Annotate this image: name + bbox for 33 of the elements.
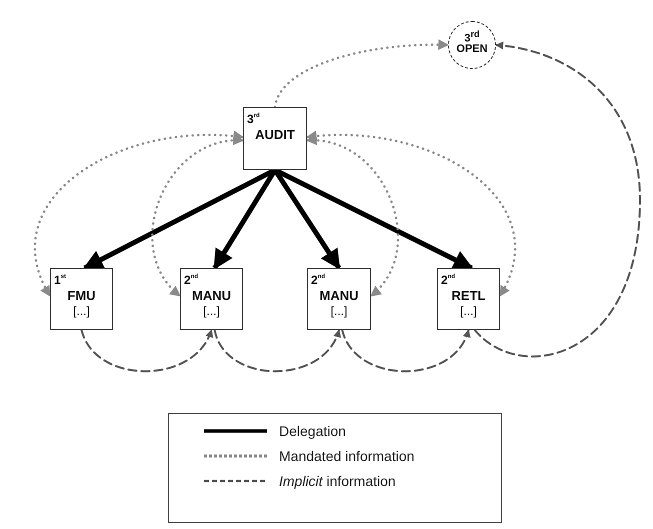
node-label: OPEN — [455, 42, 489, 56]
mandated-information-arrow — [274, 40, 450, 108]
legend-label: Delegation — [279, 423, 346, 439]
ellipsis-text: [...] — [202, 304, 221, 318]
tier-label: 3$^{rd}$ — [247, 111, 260, 126]
ellipsis-text: [...] — [72, 304, 91, 318]
tier-label: 1$^{st}$ — [54, 272, 66, 287]
mandated-information-arrow — [306, 131, 516, 298]
mandated-information-arrow — [151, 136, 244, 298]
node-label: FMU — [66, 289, 97, 303]
legend-label: Implicit information — [279, 473, 396, 489]
ellipsis-text: [...] — [330, 304, 348, 318]
mandated-information-arrow — [34, 131, 244, 298]
node-label: RETL — [450, 289, 486, 303]
entity-box — [180, 268, 243, 330]
tier-label: 2$^{nd}$ — [184, 272, 198, 287]
implicit-information-arrow — [474, 42, 641, 358]
tier-label: 2$^{nd}$ — [441, 272, 456, 287]
ellipsis-text: [...] — [459, 304, 478, 318]
entity-box — [437, 268, 500, 330]
implicit-information-arrow — [80, 329, 212, 372]
legend-label: Mandated information — [279, 448, 414, 464]
entity-box — [307, 268, 371, 330]
tier-label: 2$^{nd}$ — [311, 272, 326, 287]
node-label: AUDIT — [254, 128, 296, 142]
node-label: MANU — [191, 289, 232, 303]
entity-box — [243, 107, 307, 170]
node-label: MANU — [318, 289, 360, 303]
implicit-information-arrow — [341, 329, 470, 372]
tier-label: 3$^{rd}$ — [464, 28, 480, 45]
implicit-information-arrow — [214, 329, 340, 372]
entity-box — [50, 268, 113, 330]
mandated-information-arrow — [306, 136, 400, 298]
